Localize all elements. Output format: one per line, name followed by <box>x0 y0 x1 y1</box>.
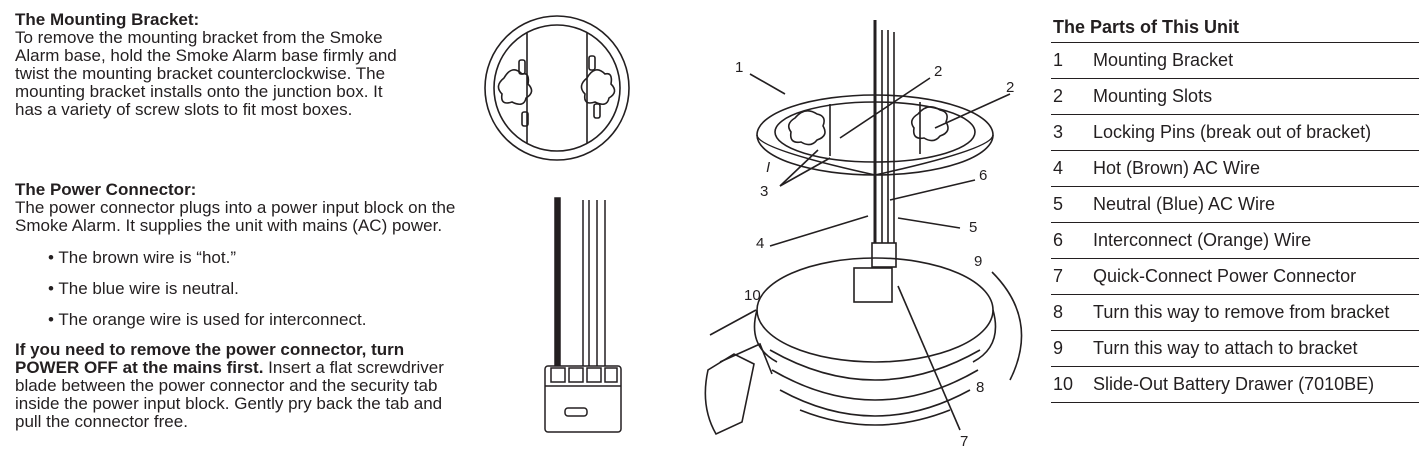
mounting-line: Alarm base, hold the Smoke Alarm base fi… <box>15 46 397 65</box>
mounting-line: twist the mounting bracket counterclockw… <box>15 64 386 83</box>
parts-title: The Parts of This Unit <box>1053 17 1240 37</box>
mounting-bracket-section: The Mounting Bracket: To remove the moun… <box>15 11 455 119</box>
mounting-bracket-heading: The Mounting Bracket: <box>15 10 200 29</box>
part-label: Mounting Bracket <box>1093 50 1234 70</box>
parts-table: 1 Mounting Bracket 2 Mounting Slots 3 Locki… <box>1051 42 1419 403</box>
table-row: 10 Slide-Out Battery Drawer (7010BE) <box>1051 366 1419 403</box>
bullet-brown-wire: • The brown wire is “hot.” <box>48 248 236 267</box>
warning-line: blade between the power connector and th… <box>15 376 438 395</box>
table-row: 5 Neutral (Blue) AC Wire <box>1051 186 1419 223</box>
mounting-bracket-illustration <box>484 15 630 161</box>
power-line: Smoke Alarm. It supplies the unit with m… <box>15 216 443 235</box>
table-row: 8 Turn this way to remove from bracket <box>1051 294 1419 331</box>
power-line: The power connector plugs into a power i… <box>15 198 456 217</box>
part-label: Interconnect (Orange) Wire <box>1093 230 1312 250</box>
part-number: 2 <box>1053 86 1064 106</box>
part-number: 6 <box>1053 230 1064 250</box>
part-label: Locking Pins (break out of bracket) <box>1093 122 1372 142</box>
table-row: 2 Mounting Slots <box>1051 78 1419 115</box>
part-number: 1 <box>1053 50 1064 70</box>
callout-8: 8 <box>976 379 984 396</box>
callout-2a: 2 <box>934 63 942 80</box>
mounting-line: has a variety of screw slots to fit most… <box>15 100 353 119</box>
table-row: 9 Turn this way to attach to bracket <box>1051 330 1419 367</box>
table-row: 7 Quick-Connect Power Connector <box>1051 258 1419 295</box>
part-number: 7 <box>1053 266 1064 286</box>
power-connector-illustration <box>544 197 622 433</box>
warning-rest-text: Insert a flat screwdriver <box>263 358 444 377</box>
part-number: 5 <box>1053 194 1064 214</box>
part-label: Neutral (Blue) AC Wire <box>1093 194 1276 214</box>
callout-3: 3 <box>760 183 768 200</box>
warning-line-2: POWER OFF at the mains first. Insert a f… <box>15 359 525 377</box>
bullet-blue-wire: • The blue wire is neutral. <box>48 279 239 298</box>
mounting-line: mounting bracket installs onto the junct… <box>15 82 383 101</box>
warning-line: pull the connector free. <box>15 412 188 431</box>
power-connector-section: The Power Connector: The power connector… <box>15 181 535 235</box>
callout-4: 4 <box>756 235 764 252</box>
part-number: 8 <box>1053 302 1064 322</box>
callout-7: 7 <box>960 433 968 450</box>
warning-line: inside the power input block. Gently pry… <box>15 394 443 413</box>
table-row: 4 Hot (Brown) AC Wire <box>1051 150 1419 187</box>
callout-1: 1 <box>735 59 743 76</box>
warning-bold-text: POWER OFF at the mains first. <box>15 358 264 377</box>
smoke-alarm-exploded-diagram: 1 2 2 3 4 5 6 7 8 9 10 I <box>704 20 1023 450</box>
callout-10: 10 <box>744 287 761 304</box>
part-label: Slide-Out Battery Drawer (7010BE) <box>1093 374 1375 394</box>
part-number: 10 <box>1053 374 1074 394</box>
part-label: Turn this way to attach to bracket <box>1093 338 1358 358</box>
callout-9: 9 <box>974 253 982 270</box>
table-row: 1 Mounting Bracket <box>1051 42 1419 79</box>
callout-clock: I <box>766 159 770 176</box>
part-label: Quick-Connect Power Connector <box>1093 266 1357 286</box>
callout-5: 5 <box>969 219 977 236</box>
part-number: 3 <box>1053 122 1064 142</box>
table-row: 3 Locking Pins (break out of bracket) <box>1051 114 1419 151</box>
bullet-orange-wire: • The orange wire is used for interconne… <box>48 310 367 329</box>
power-off-warning: If you need to remove the power connecto… <box>15 341 525 431</box>
callout-6: 6 <box>979 167 987 184</box>
power-connector-heading: The Power Connector: <box>15 180 197 199</box>
mounting-line: To remove the mounting bracket from the … <box>15 28 383 47</box>
part-label: Turn this way to remove from bracket <box>1093 302 1390 322</box>
part-label: Mounting Slots <box>1093 86 1213 106</box>
part-number: 9 <box>1053 338 1064 358</box>
callout-2b: 2 <box>1006 79 1014 96</box>
table-row: 6 Interconnect (Orange) Wire <box>1051 222 1419 259</box>
part-label: Hot (Brown) AC Wire <box>1093 158 1261 178</box>
warning-bold-line: If you need to remove the power connecto… <box>15 340 405 359</box>
part-number: 4 <box>1053 158 1064 178</box>
